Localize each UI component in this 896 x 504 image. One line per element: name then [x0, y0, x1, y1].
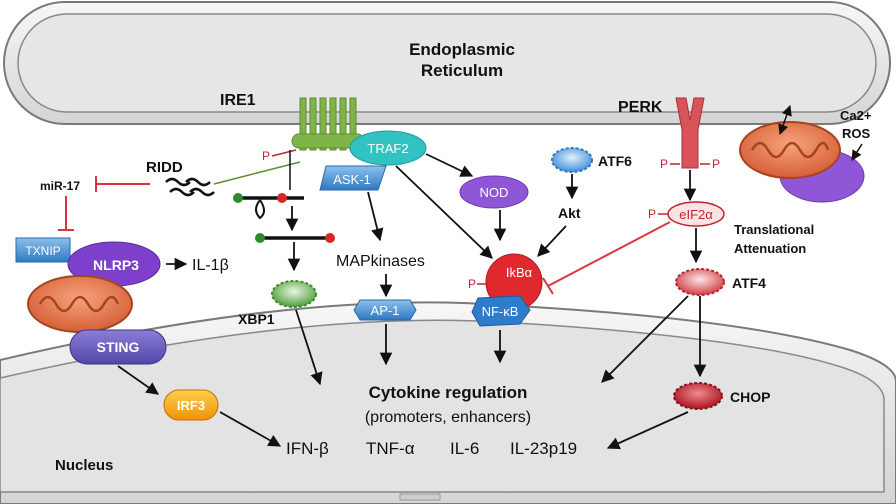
- atf6-label: ATF6: [598, 153, 632, 169]
- ap1-protein: [353, 299, 417, 321]
- il23p19-label: IL-23p19: [510, 439, 577, 458]
- nod-protein: [459, 175, 529, 209]
- ros-label: ROS: [842, 126, 871, 141]
- er-membrane: [3, 1, 891, 125]
- left-mitochondrion: [27, 275, 133, 333]
- il1b-label: IL-1β: [192, 257, 229, 274]
- cytokine-title: Cytokine regulation: [369, 383, 528, 402]
- il6-label: IL-6: [450, 439, 479, 458]
- perk-label: PERK: [618, 99, 663, 116]
- mir17-label: miR-17: [40, 179, 80, 193]
- nod-label: NOD: [480, 185, 509, 200]
- ifnb-label: IFN-β: [286, 439, 329, 458]
- sting-label: STING: [97, 339, 140, 355]
- txnip-box: [15, 237, 71, 263]
- er-label-line2: Reticulum: [421, 61, 503, 80]
- atf4-protein: [675, 268, 725, 296]
- mapkinases-label: MAPkinases: [336, 253, 425, 270]
- atf4-label: ATF4: [732, 275, 766, 291]
- chop-label: CHOP: [730, 389, 770, 405]
- akt-label: Akt: [558, 205, 581, 221]
- ca2-label: Ca2+: [840, 108, 872, 123]
- nlrp3-label: NLRP3: [93, 257, 139, 273]
- txnip-label: TXNIP: [25, 244, 60, 258]
- translational-label-line2: Attenuation: [734, 241, 806, 256]
- xbp1-splicing: [233, 150, 335, 272]
- perk-phospho-right: P: [712, 157, 720, 171]
- ap1-label: AP-1: [371, 303, 400, 318]
- ask1-label: ASK-1: [333, 172, 371, 187]
- er-label-line1: Endoplasmic: [409, 40, 515, 59]
- nuclear-membrane: [0, 301, 896, 504]
- nfkb-label: NF-κB: [482, 304, 519, 319]
- atf6-protein: [551, 147, 593, 173]
- irf3-protein: [163, 389, 219, 421]
- xbp1-label: XBP1: [238, 311, 275, 327]
- ire1-phospho: P: [262, 149, 270, 163]
- traf2-protein: [349, 130, 427, 166]
- ikba-label: IkBα: [506, 265, 533, 280]
- tnfa-label: TNF-α: [366, 439, 415, 458]
- perk-receptor: [675, 97, 705, 169]
- er-mitochondrion: [739, 121, 865, 203]
- nucleus-label: Nucleus: [55, 457, 113, 474]
- perk-phospho-left: P: [660, 157, 668, 171]
- chop-protein: [673, 382, 723, 410]
- sting-protein: [69, 329, 167, 365]
- eif2a-label: eIF2α: [679, 207, 713, 222]
- ridd-label: RIDD: [146, 159, 183, 176]
- eif2a-phospho: P: [648, 207, 656, 221]
- cytokine-subtitle: (promoters, enhancers): [365, 409, 531, 426]
- ridd-rna-fragments: [165, 177, 215, 197]
- ire1-label: IRE1: [220, 92, 256, 109]
- traf2-label: TRAF2: [367, 141, 408, 156]
- irf3-label: IRF3: [177, 398, 205, 413]
- eif2a-protein: [667, 201, 725, 227]
- ikba-phospho: P: [468, 277, 476, 291]
- translational-label-line1: Translational: [734, 222, 814, 237]
- nfkb-protein: [471, 295, 531, 327]
- xbp1-protein: [271, 280, 317, 308]
- ask1-protein: [319, 165, 387, 191]
